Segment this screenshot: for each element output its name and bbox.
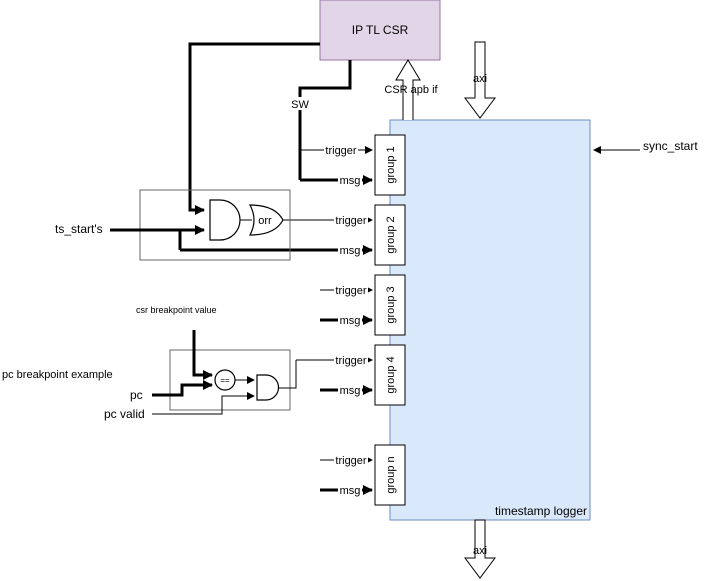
trigger-label-bg-4 (334, 353, 368, 366)
msg-label-2: msg (340, 245, 361, 257)
sw-line (298, 60, 352, 180)
axi-output-label: axi (473, 545, 487, 557)
trigger-label-bg-1 (324, 143, 358, 156)
pc-and-gate-icon (256, 374, 280, 401)
ts-start-logic-frame (139, 189, 291, 261)
group-box-4: group 4 (374, 344, 406, 406)
sync-start-label: sync_start (643, 139, 698, 153)
csr-breakpoint-line (192, 330, 213, 380)
axi-input-label: axi (473, 73, 487, 85)
comparator-label: == (220, 376, 230, 385)
pc-valid-label: pc valid (104, 407, 145, 421)
pc-example-label: pc breakpoint example (2, 369, 113, 381)
msg-label-bg-3 (338, 313, 362, 326)
axi-output-arrow: axi (464, 519, 496, 579)
csr-apb-arrow: CSR apb if (384, 59, 439, 120)
pc-and-output-line (278, 360, 297, 389)
pc-line (152, 380, 213, 397)
group-label-n: group n (385, 456, 397, 493)
csr-apb-label: CSR apb if (384, 84, 438, 96)
group-box-3: group 3 (374, 274, 406, 336)
or-gate-label: orr (258, 215, 272, 227)
pc-label: pc (130, 388, 143, 402)
and-gate-icon (209, 199, 241, 241)
trigger-label-2: trigger (335, 215, 367, 227)
sw-label-bg (290, 97, 312, 110)
trigger-label-1: trigger (325, 145, 357, 157)
csr-block: IP TL CSR (319, 0, 441, 61)
trigger-label-4: trigger (335, 355, 367, 367)
msg-label-bg-n (338, 483, 362, 496)
msg-label-bg-4 (338, 383, 362, 396)
axi-input-arrow: axi (464, 41, 496, 119)
trigger-label-3: trigger (335, 285, 367, 297)
group-label-1: group 1 (385, 146, 397, 183)
group-label-4: group 4 (385, 356, 397, 393)
group-box-1: group 1 (374, 134, 406, 196)
msg-label-3: msg (340, 315, 361, 327)
msg-label-bg-1 (338, 173, 362, 186)
trigger-label-bg-2 (334, 213, 368, 226)
group-box-n: group n (374, 444, 406, 506)
ts-start-label: ts_start's (55, 222, 103, 236)
group-box-2: group 2 (374, 204, 406, 266)
msg-label-1: msg (340, 175, 361, 187)
trigger-label-bg-n (334, 453, 368, 466)
csr-block-label: IP TL CSR (352, 23, 409, 37)
sw-label: SW (291, 99, 309, 111)
pc-breakpoint-frame (169, 349, 291, 411)
msg-label-n: msg (340, 485, 361, 497)
group-label-2: group 2 (385, 216, 397, 253)
csr-breakpoint-label: csr breakpoint value (136, 305, 217, 315)
msg-label-4: msg (340, 385, 361, 397)
msg-label-bg-2 (338, 243, 362, 256)
csr-enable-line (188, 42, 320, 215)
timestamp-logger-block: timestamp logger (389, 119, 591, 521)
trigger-label-n: trigger (335, 455, 367, 467)
timestamp-logger-label: timestamp logger (495, 504, 587, 518)
pc-valid-line (152, 392, 255, 415)
group-label-3: group 3 (385, 286, 397, 323)
or-gate-icon (249, 204, 284, 236)
trigger-label-bg-3 (334, 283, 368, 296)
